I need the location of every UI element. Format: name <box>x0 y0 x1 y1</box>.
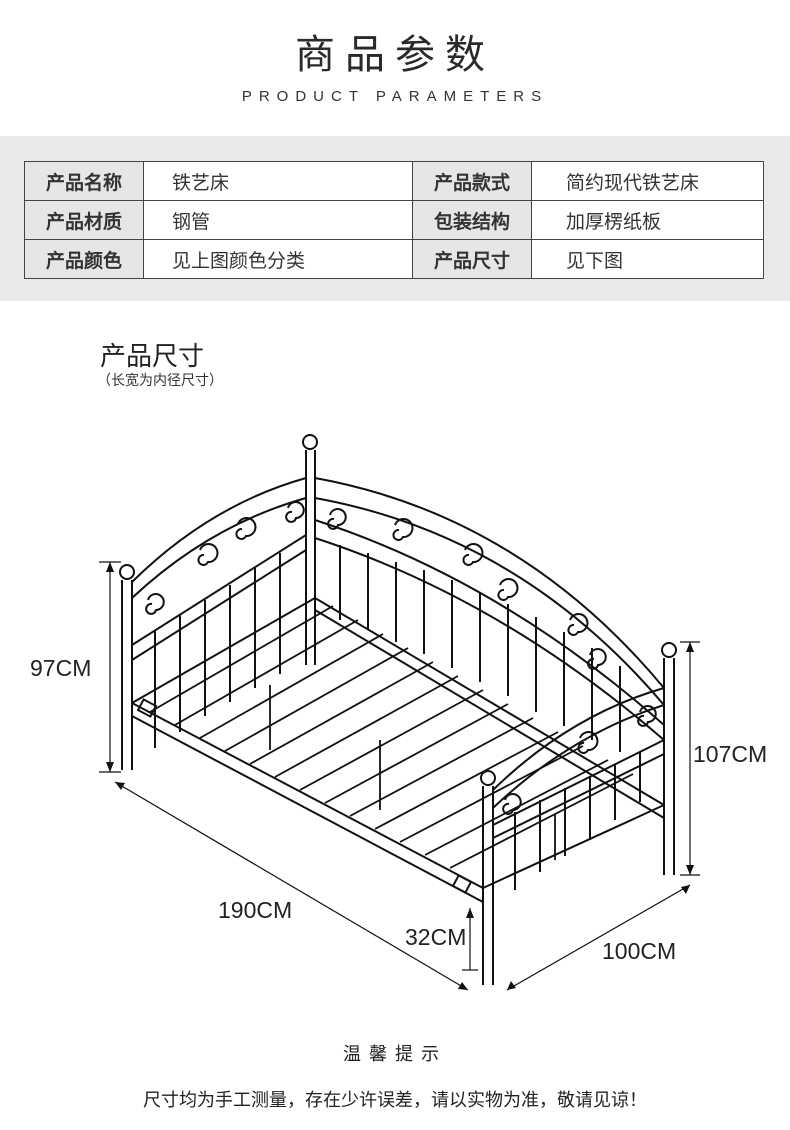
parameters-table: 产品名称 铁艺床 产品款式 简约现代铁艺床 产品材质 钢管 包装结构 加厚楞纸板… <box>24 161 764 279</box>
table-row: 产品颜色 见上图颜色分类 产品尺寸 见下图 <box>24 239 764 279</box>
param-value: 铁艺床 <box>143 161 413 201</box>
front-right-post <box>480 770 496 985</box>
leg-height-label: 32CM <box>405 924 467 950</box>
param-key: 产品名称 <box>24 161 144 201</box>
length-label: 190CM <box>218 897 293 923</box>
right-armrest <box>492 687 665 890</box>
width-label: 100CM <box>602 938 677 964</box>
param-value: 钢管 <box>143 200 413 240</box>
param-value: 见上图颜色分类 <box>143 239 413 279</box>
backrest <box>314 477 665 752</box>
tips-title: 温馨提示 <box>343 1044 447 1065</box>
param-value: 加厚楞纸板 <box>531 200 764 240</box>
param-key: 产品尺寸 <box>412 239 532 279</box>
param-value: 简约现代铁艺床 <box>531 161 764 201</box>
param-key: 产品款式 <box>412 161 532 201</box>
bed-slats <box>149 605 634 890</box>
param-key: 产品材质 <box>24 200 144 240</box>
table-row: 产品名称 铁艺床 产品款式 简约现代铁艺床 <box>24 161 764 201</box>
dimensions-title: 产品尺寸 <box>100 342 205 372</box>
param-key: 产品颜色 <box>24 239 144 279</box>
back-left-post <box>302 434 318 665</box>
table-row: 产品材质 钢管 包装结构 加厚楞纸板 <box>24 200 764 240</box>
dimensions-note: （长宽为内径尺寸） <box>97 373 223 389</box>
left-armrest <box>131 477 307 748</box>
height-left-label: 97CM <box>30 655 92 681</box>
front-left-post <box>119 564 135 770</box>
page-subtitle: PRODUCT PARAMETERS <box>241 88 549 105</box>
daybed-line-drawing <box>99 434 700 991</box>
page-title: 商品参数 <box>295 32 495 78</box>
param-value: 见下图 <box>531 239 764 279</box>
param-key: 包装结构 <box>412 200 532 240</box>
back-right-post <box>661 642 677 875</box>
height-right-label: 107CM <box>693 741 768 767</box>
dimension-arrowheads <box>106 562 694 990</box>
bed-frame <box>131 597 665 903</box>
tips-text: 尺寸均为手工测量，存在少许误差，请以实物为准，敬请见谅！ <box>143 1090 647 1111</box>
dimension-lines <box>99 561 700 991</box>
